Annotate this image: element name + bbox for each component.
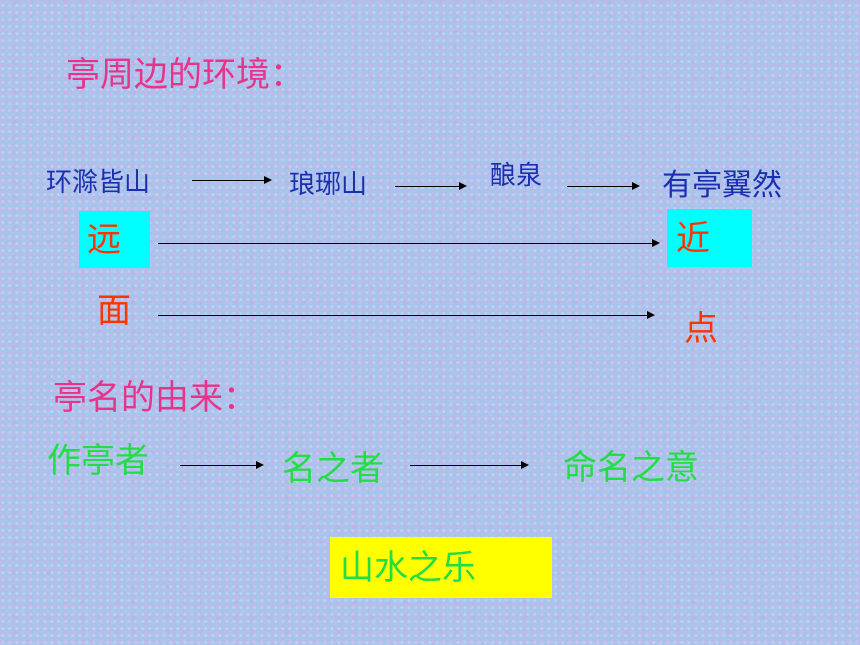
- arrow-right-icon: [158, 238, 660, 247]
- chain-item-huanchu: 环滁皆山: [46, 168, 151, 198]
- heading-name-origin: 亭名的由来：: [53, 378, 257, 418]
- chain-item-niangquan: 酿泉: [490, 161, 543, 191]
- jin-label: 近: [676, 219, 710, 259]
- conclusion-label: 山水之乐: [340, 548, 476, 588]
- name-chain-mingzhi: 名之者: [282, 449, 384, 489]
- heading-environment: 亭周边的环境：: [66, 55, 304, 95]
- conclusion-highlight: [330, 537, 552, 598]
- name-chain-yi: 命名之意: [563, 448, 699, 488]
- arrow-right-icon: [395, 181, 467, 190]
- arrow-right-icon: [192, 175, 272, 184]
- arrow-right-icon: [410, 460, 529, 469]
- mian-label: 面: [97, 291, 131, 331]
- name-chain-zuoting: 作亭者: [47, 441, 149, 481]
- yuan-label: 远: [87, 220, 121, 260]
- jin-highlight: [667, 209, 752, 267]
- chain-item-youting: 有亭翼然: [662, 168, 782, 203]
- chain-item-langya: 琅琊山: [289, 170, 368, 200]
- arrow-right-icon: [567, 181, 640, 190]
- arrow-right-icon: [158, 310, 655, 319]
- arrow-right-icon: [180, 460, 264, 469]
- yuan-highlight: [79, 211, 150, 268]
- dian-label: 点: [684, 309, 718, 349]
